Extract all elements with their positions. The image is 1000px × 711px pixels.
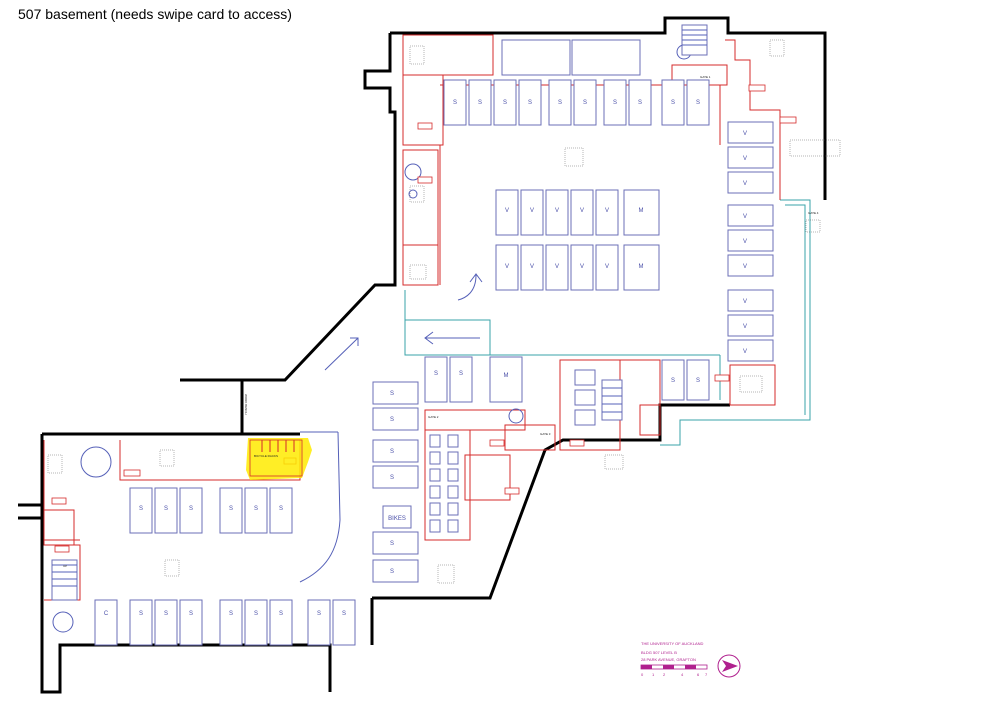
locker-grid (429, 434, 459, 533)
svg-text:S: S (671, 100, 675, 106)
title-block-address: 28 PARK AVENUE, GRAFTON (641, 657, 696, 662)
svg-text:V: V (580, 264, 584, 270)
work-bench-label: WORK BENCH (244, 394, 248, 415)
svg-text:S: S (164, 506, 168, 512)
svg-text:S: S (503, 100, 507, 106)
north-arrow-icon (717, 654, 741, 678)
svg-text:S: S (279, 506, 283, 512)
svg-text:S: S (583, 100, 587, 106)
svg-text:M: M (504, 373, 509, 379)
svg-text:6: 6 (697, 672, 700, 677)
svg-text:S: S (453, 100, 457, 106)
bikes-label: BIKES (388, 516, 406, 522)
columns (52, 44, 692, 633)
svg-text:V: V (605, 264, 609, 270)
svg-text:S: S (139, 611, 143, 617)
svg-text:S: S (279, 611, 283, 617)
room-tags (51, 84, 797, 553)
title-block-university: THE UNIVERSITY OF AUCKLAND (641, 641, 703, 646)
svg-text:V: V (505, 208, 509, 214)
stair-up-label: UP (63, 564, 67, 568)
svg-text:S: S (613, 100, 617, 106)
svg-text:S: S (638, 100, 642, 106)
svg-text:S: S (696, 378, 700, 384)
svg-text:S: S (139, 506, 143, 512)
svg-text:S: S (696, 100, 700, 106)
svg-text:S: S (434, 371, 438, 377)
svg-text:S: S (317, 611, 321, 617)
svg-text:V: V (580, 208, 584, 214)
svg-text:S: S (342, 611, 346, 617)
svg-text:S: S (390, 475, 394, 481)
svg-text:S: S (254, 506, 258, 512)
svg-text:V: V (530, 264, 534, 270)
svg-text:S: S (528, 100, 532, 106)
svg-text:C: C (104, 611, 109, 617)
svg-text:V: V (555, 208, 559, 214)
svg-text:2: 2 (663, 672, 666, 677)
page-title: 507 basement (needs swipe card to access… (18, 6, 292, 22)
svg-text:V: V (743, 181, 747, 187)
svg-text:S: S (558, 100, 562, 106)
svg-text:S: S (189, 506, 193, 512)
bay-block-middle: S S M S S S S S S BIKES S S (372, 356, 710, 583)
svg-text:S: S (390, 569, 394, 575)
svg-text:V: V (605, 208, 609, 214)
bay-column-right: V V V V V V V V V (727, 121, 774, 362)
svg-text:S: S (229, 506, 233, 512)
svg-text:S: S (478, 100, 482, 106)
svg-text:V: V (743, 156, 747, 162)
svg-text:V: V (743, 324, 747, 330)
svg-text:7: 7 (705, 672, 708, 677)
svg-text:M: M (639, 208, 644, 214)
svg-text:V: V (743, 214, 747, 220)
bicycle-racks-label: BICYCLE RACKS (254, 454, 278, 458)
svg-text:S: S (189, 611, 193, 617)
driveway-lines (404, 199, 811, 446)
stairs (51, 24, 708, 601)
svg-text:V: V (505, 264, 509, 270)
title-block-building: BLDG 507 LEVEL B (641, 650, 677, 655)
svg-text:S: S (390, 541, 394, 547)
svg-text:S: S (390, 449, 394, 455)
svg-text:S: S (390, 417, 394, 423)
svg-text:S: S (459, 371, 463, 377)
svg-text:1: 1 (652, 672, 655, 677)
svg-text:S: S (229, 611, 233, 617)
svg-text:S: S (671, 378, 675, 384)
gate-3-label: GATE 3 (540, 432, 551, 436)
svg-text:S: S (390, 391, 394, 397)
bay-block-lower-left: S S S S S S C S S S S S S S S (94, 487, 356, 646)
svg-text:0: 0 (641, 672, 644, 677)
title-block: THE UNIVERSITY OF AUCKLAND BLDG 507 LEVE… (640, 641, 741, 678)
gate-4-label: GATE 4 (808, 211, 819, 215)
partitions (43, 34, 781, 601)
svg-text:V: V (555, 264, 559, 270)
svg-text:V: V (743, 264, 747, 270)
svg-text:S: S (164, 611, 168, 617)
svg-text:V: V (743, 349, 747, 355)
svg-text:M: M (639, 264, 644, 270)
svg-text:V: V (743, 239, 747, 245)
bay-row-top: S S S S S S S S S S (443, 39, 710, 126)
gate-2-label: GATE 2 (428, 415, 439, 419)
outer-walls (18, 16, 827, 694)
gate-1-label: GATE 1 (700, 75, 711, 79)
traffic-arrows (299, 273, 483, 583)
gate-labels: GATE 1 GATE 2 GATE 3 GATE 4 WORK BENCH U… (63, 75, 819, 568)
svg-text:V: V (743, 299, 747, 305)
room-text (47, 39, 841, 584)
svg-text:S: S (254, 611, 258, 617)
svg-text:V: V (530, 208, 534, 214)
bay-block-center: V V V V V M V V V V V M (495, 189, 660, 291)
bicycle-racks[interactable]: BICYCLE RACKS (246, 438, 312, 480)
svg-text:V: V (743, 131, 747, 137)
svg-text:4: 4 (681, 672, 684, 677)
